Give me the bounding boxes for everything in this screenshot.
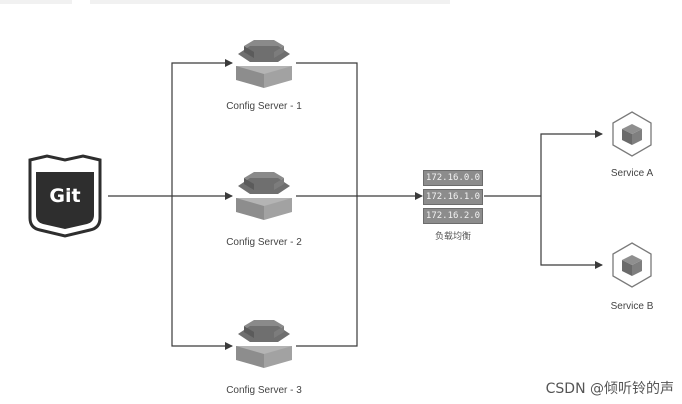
git-icon: Git (28, 154, 102, 238)
arrow-git-to-server-3 (171, 196, 233, 350)
load-balancer-label: 负载均衡 (434, 232, 472, 242)
server-bus-line (296, 62, 358, 347)
top-strip-left (0, 0, 72, 4)
arrow-lb-to-service-a (540, 130, 603, 196)
config-server-3-icon (236, 320, 292, 368)
arrow-git-to-server-1 (171, 59, 233, 196)
arrow-lb-to-service-b (540, 196, 603, 269)
lb-ip-0: 172.16.0.0 (423, 170, 483, 186)
config-server-3-label: Config Server - 3 (226, 385, 302, 396)
config-server-2-label: Config Server - 2 (226, 237, 302, 248)
lb-to-services-connectors (484, 130, 603, 269)
config-server-2-icon (236, 172, 292, 220)
lb-ip-1: 172.16.1.0 (423, 189, 483, 205)
config-server-1-label: Config Server - 1 (226, 101, 302, 112)
lb-ip-2: 172.16.2.0 (423, 208, 483, 224)
service-b-icon (612, 242, 652, 288)
config-server-1-icon (236, 40, 292, 88)
service-b-label: Service B (610, 301, 654, 312)
watermark: CSDN @倾听铃的声 (545, 381, 674, 397)
service-a-icon (612, 111, 652, 157)
git-to-servers-connectors (108, 59, 233, 350)
service-a-label: Service A (610, 168, 654, 179)
top-strip-right (90, 0, 450, 4)
git-label: Git (49, 185, 80, 207)
servers-to-lb-connectors (296, 62, 423, 347)
